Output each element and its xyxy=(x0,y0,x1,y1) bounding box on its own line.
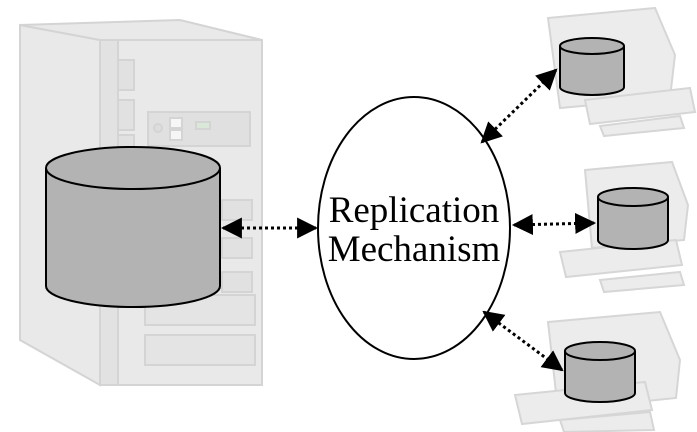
client-database-cylinder-3 xyxy=(564,341,636,403)
main-database-cylinder xyxy=(45,146,221,308)
mechanism-label-line1: Replication xyxy=(329,190,500,231)
client-database-cylinder-2 xyxy=(597,187,669,250)
connector-mechanism-to-client-1 xyxy=(480,68,558,144)
client-database-cylinder-1 xyxy=(559,37,625,96)
connector-mechanism-to-client-3 xyxy=(482,310,564,372)
connector-mechanism-to-client-2 xyxy=(511,212,597,236)
mechanism-label-line2: Mechanism xyxy=(328,229,501,270)
